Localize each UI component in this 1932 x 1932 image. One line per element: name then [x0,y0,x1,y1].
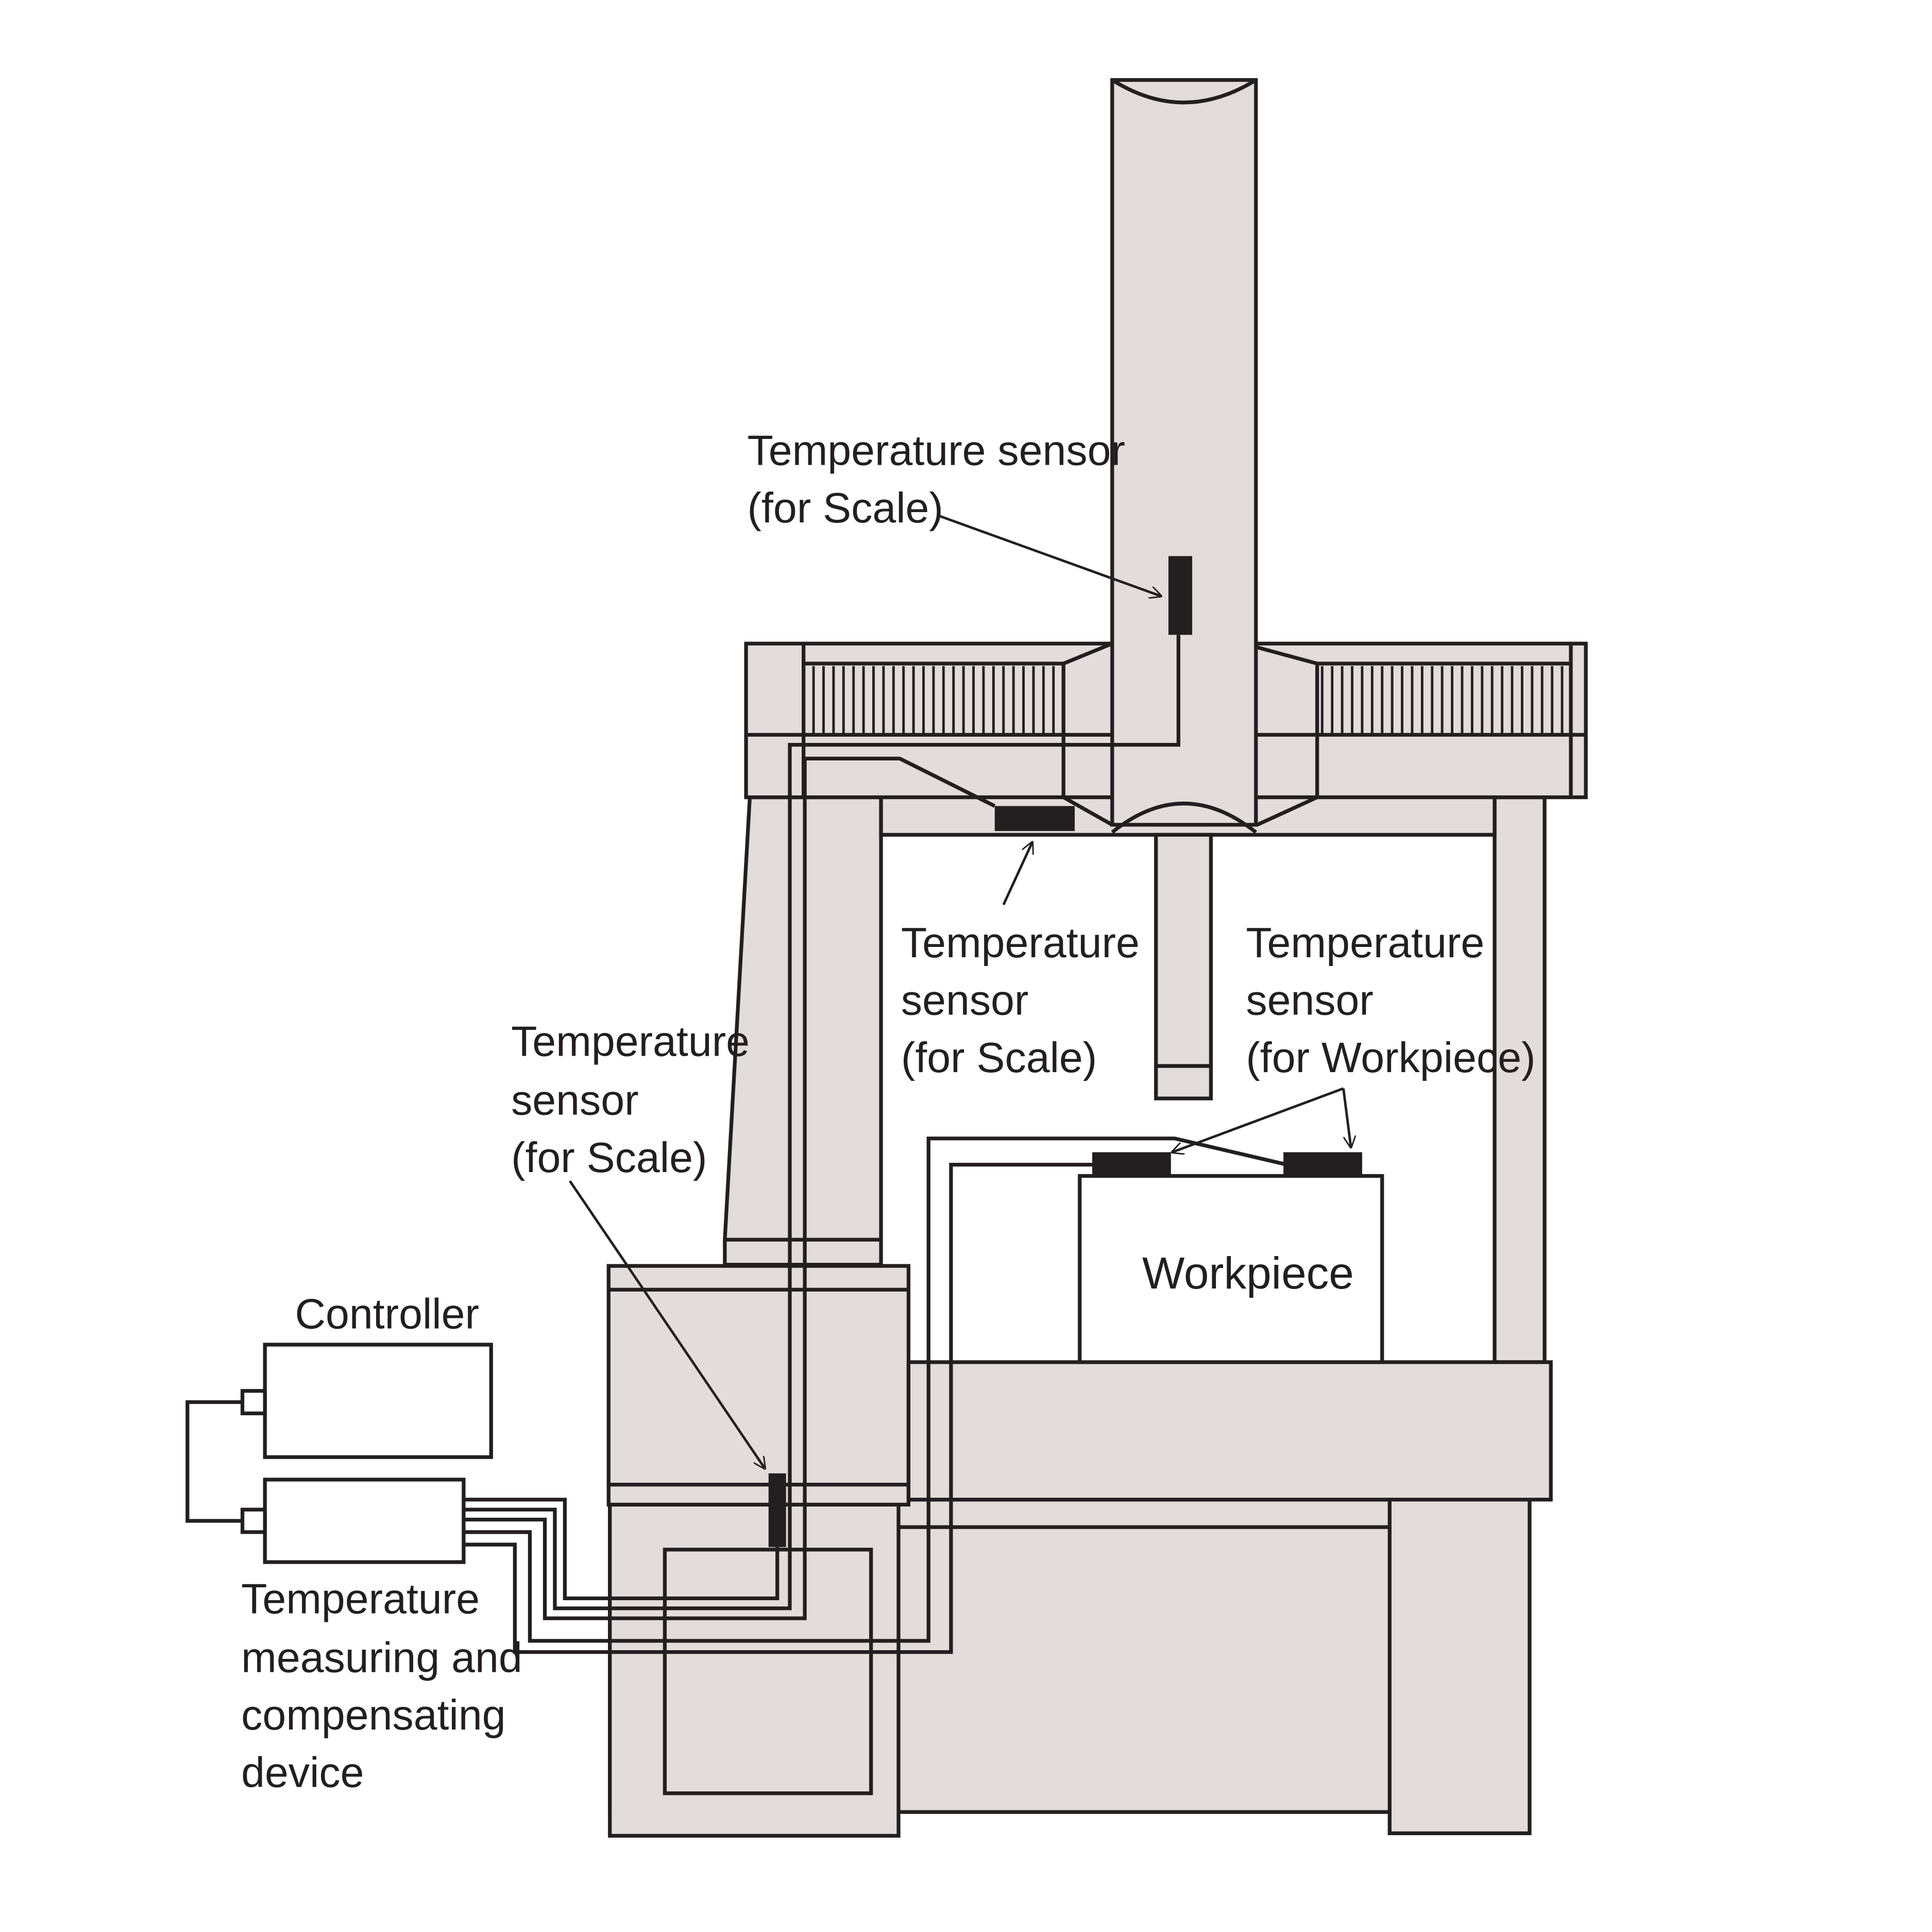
left-column-block [606,1264,911,1487]
scale-right [1320,666,1564,734]
left-base-block [608,1502,901,1838]
label-sensor-top: Temperature sensor (for Scale) [748,427,1125,532]
arrow-workpiece-left [1172,1087,1344,1153]
label-device: Temperature measuring and compensating d… [241,1575,522,1796]
label-line: (for Workpiece) [1246,1034,1535,1081]
probe-spindle [1154,833,1213,1100]
sensor-y-scale [768,1473,786,1547]
table [906,1360,1553,1502]
sensor-z-scale [1168,556,1193,635]
right-post [1493,795,1547,1364]
label-line: (for Scale) [748,484,943,532]
label-line: sensor [901,977,1029,1024]
sensor-workpiece-right [1283,1152,1362,1176]
z-column [1110,78,1258,1100]
arrow-workpiece-right [1342,1088,1351,1147]
label-line: Temperature [901,919,1140,967]
arrow-left [569,1180,765,1468]
label-line: (for Scale) [511,1134,707,1181]
label-sensor-mid: Temperature sensor (for Scale) [901,919,1140,1081]
sensor-workpiece-left [1092,1152,1171,1176]
arrow-top [939,515,1161,596]
workpiece [1078,1174,1384,1364]
label-line: device [241,1749,364,1797]
machine-base [608,1495,1532,1838]
label-sensor-workpiece: Temperature sensor (for Workpiece) [1246,919,1535,1081]
device-port [240,1507,267,1534]
label-line: sensor [1246,977,1374,1024]
label-line: Temperature [241,1575,480,1622]
controller-port [240,1389,267,1416]
arrow-mid [1002,842,1032,906]
label-line: Temperature [1246,919,1484,967]
label-workpiece: Workpiece [1142,1248,1354,1298]
controller-link [185,1400,243,1523]
label-line: Temperature [511,1018,750,1065]
scale-left [812,666,1055,734]
label-line: (for Scale) [901,1034,1097,1081]
label-sensor-left: Temperature sensor (for Scale) [511,1018,750,1182]
label-line: Temperature sensor [748,427,1125,474]
label-line: sensor [511,1077,639,1124]
label-line: compensating [241,1691,505,1739]
label-controller: Controller [295,1290,479,1337]
sensor-wiring [463,635,1288,1654]
device-box [263,1478,466,1564]
sensor-x-scale [994,806,1075,832]
controller-box [263,1343,493,1459]
label-line: measuring and [241,1634,522,1681]
base-panel [663,1548,873,1795]
right-base-leg [1387,1495,1532,1836]
